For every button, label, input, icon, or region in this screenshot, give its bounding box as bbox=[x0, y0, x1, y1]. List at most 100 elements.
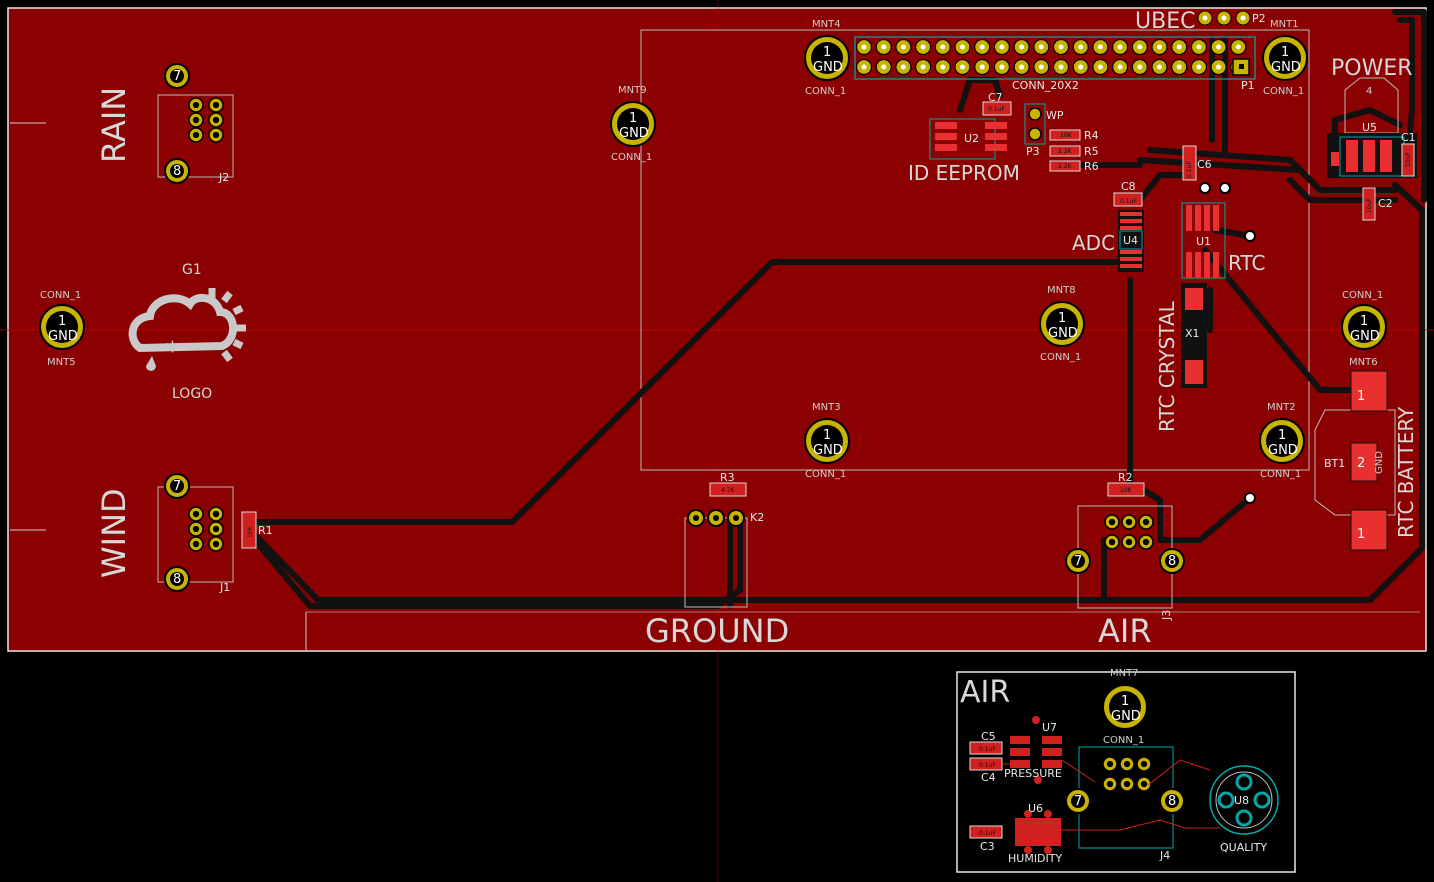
c8-ref: C8 bbox=[1121, 180, 1136, 193]
u4-ref: U4 bbox=[1123, 234, 1138, 247]
r4-ref: R4 bbox=[1084, 129, 1099, 142]
j2-rain-connector bbox=[157, 63, 234, 184]
c1-value: 10uF bbox=[1405, 152, 1412, 167]
svg-text:*: * bbox=[166, 337, 179, 367]
humidity-label: HUMIDITY bbox=[1008, 852, 1062, 865]
r6-value: 2.2K bbox=[1058, 163, 1073, 170]
c4-value: 0.1uF bbox=[979, 762, 996, 769]
svg-text:1: 1 bbox=[1360, 314, 1368, 329]
svg-text:MNT7: MNT7 bbox=[1110, 668, 1139, 679]
quality-label: QUALITY bbox=[1220, 841, 1267, 854]
ground-label: GROUND bbox=[645, 612, 789, 650]
svg-text:1: 1 bbox=[1058, 311, 1066, 326]
j1-wind-connector bbox=[157, 473, 234, 592]
svg-text:1: 1 bbox=[823, 428, 831, 443]
bt1-pad1-bottom: 1 bbox=[1357, 527, 1365, 542]
svg-text:MNT3: MNT3 bbox=[812, 402, 841, 413]
j2-ref: J2 bbox=[218, 171, 229, 184]
j4-ref: J4 bbox=[1159, 849, 1170, 862]
j1-pin-8: 8 bbox=[173, 572, 181, 587]
svg-text:CONN_1: CONN_1 bbox=[1103, 735, 1144, 746]
mounting-holes: 1GNDMNT4CONN_11GNDMNT1CONN_11GNDMNT9CONN… bbox=[39, 19, 1387, 746]
rtc-label: RTC bbox=[1228, 251, 1265, 275]
svg-text:1: 1 bbox=[823, 45, 831, 60]
id-eeprom-block bbox=[929, 101, 1081, 172]
svg-text:GND: GND bbox=[1350, 329, 1380, 344]
air-sub-label: AIR bbox=[960, 675, 1010, 710]
svg-text:MNT9: MNT9 bbox=[618, 85, 647, 96]
j4-pin-7: 7 bbox=[1074, 794, 1082, 809]
rtc-u1 bbox=[1181, 145, 1256, 388]
svg-text:1: 1 bbox=[1278, 428, 1286, 443]
p3-ref: P3 bbox=[1026, 145, 1040, 158]
air-label: AIR bbox=[1098, 612, 1152, 650]
j4-pin-8: 8 bbox=[1168, 794, 1176, 809]
rain-label: RAIN bbox=[95, 87, 133, 163]
power-label: POWER bbox=[1331, 56, 1413, 81]
c4-ref: C4 bbox=[981, 771, 996, 784]
svg-text:GND: GND bbox=[1111, 709, 1141, 724]
rtc-crystal-label: RTC CRYSTAL bbox=[1155, 300, 1179, 432]
svg-text:GND: GND bbox=[813, 443, 843, 458]
svg-text:CONN_1: CONN_1 bbox=[805, 86, 846, 97]
hat-outline bbox=[640, 29, 1310, 471]
svg-text:CONN_1: CONN_1 bbox=[1263, 86, 1304, 97]
gpio-header-conn-20x2 bbox=[854, 36, 1256, 80]
c7-value: 0.1uF bbox=[988, 106, 1005, 113]
c6-ref: C6 bbox=[1197, 158, 1212, 171]
u7-ref: U7 bbox=[1042, 721, 1057, 734]
c8-value: 0.1uF bbox=[1120, 198, 1137, 205]
u6-ref: U6 bbox=[1028, 802, 1043, 815]
svg-text:1: 1 bbox=[1281, 45, 1289, 60]
svg-text:MNT5: MNT5 bbox=[47, 357, 76, 368]
svg-text:1: 1 bbox=[1121, 694, 1129, 709]
adc-label: ADC bbox=[1072, 231, 1115, 255]
j1-pin-7: 7 bbox=[173, 479, 181, 494]
u5-ref: U5 bbox=[1362, 121, 1377, 134]
c3-value: 0.1uF bbox=[979, 830, 996, 837]
r4-value: 10K bbox=[1060, 132, 1073, 139]
r3-ref: R3 bbox=[720, 471, 735, 484]
u5-pin-4: 4 bbox=[1366, 86, 1372, 97]
r3-value: 4.7K bbox=[721, 487, 736, 494]
r5-ref: R5 bbox=[1084, 145, 1099, 158]
pressure-label: PRESSURE bbox=[1004, 767, 1062, 780]
air-subboard-parts bbox=[969, 716, 1279, 854]
c2-value: 10uF bbox=[1366, 198, 1373, 213]
r1-resistor bbox=[241, 511, 257, 549]
weather-logo: * bbox=[128, 288, 246, 371]
svg-text:CONN_1: CONN_1 bbox=[1040, 352, 1081, 363]
bt1-pad2: 2 bbox=[1357, 456, 1365, 471]
j3-ref: J3 bbox=[1160, 610, 1173, 621]
r6-ref: R6 bbox=[1084, 160, 1099, 173]
u8-ref: U8 bbox=[1234, 794, 1249, 807]
c5-ref: C5 bbox=[981, 730, 996, 743]
adc-u4 bbox=[1113, 192, 1144, 272]
rtc-battery-label: RTC BATTERY bbox=[1394, 406, 1418, 538]
svg-text:MNT6: MNT6 bbox=[1349, 357, 1378, 368]
p2-pads bbox=[1197, 10, 1251, 26]
svg-text:MNT1: MNT1 bbox=[1270, 19, 1299, 30]
bt1-ref: BT1 bbox=[1324, 457, 1345, 470]
bt1-pad1-top: 1 bbox=[1357, 389, 1365, 404]
u2-ref: U2 bbox=[964, 132, 979, 145]
power-u5 bbox=[1327, 77, 1417, 221]
svg-text:GND: GND bbox=[1268, 443, 1298, 458]
wind-label: WIND bbox=[95, 488, 133, 578]
svg-text:CONN_1: CONN_1 bbox=[1260, 469, 1301, 480]
logo-ref: G1 bbox=[182, 262, 202, 278]
x1-ref: X1 bbox=[1185, 327, 1200, 340]
logo-label: LOGO bbox=[172, 386, 212, 402]
p1-ref: P1 bbox=[1241, 79, 1255, 92]
header-label: CONN_20X2 bbox=[1012, 79, 1079, 92]
ubec-label: UBEC bbox=[1135, 9, 1195, 34]
svg-text:MNT2: MNT2 bbox=[1267, 402, 1296, 413]
svg-text:GND: GND bbox=[48, 329, 78, 344]
id-eeprom-label: ID EEPROM bbox=[908, 161, 1020, 185]
